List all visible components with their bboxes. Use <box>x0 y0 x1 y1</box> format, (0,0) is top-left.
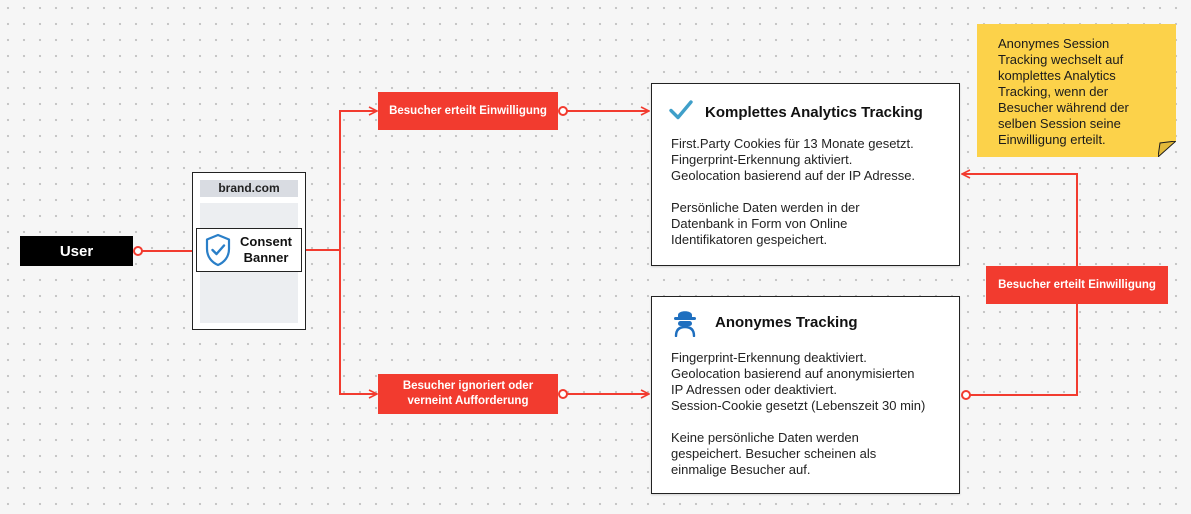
card-anon-paragraph-2: Keine persönliche Daten werden gespeiche… <box>671 430 876 478</box>
card-full-line: Geolocation basierend auf der IP Adresse… <box>671 168 916 183</box>
label-ignore-line2: verneint Aufforderung <box>407 395 529 407</box>
label-ignore-text: Besucher ignoriert oder verneint Aufford… <box>403 379 533 409</box>
card-anon-paragraph-1: Fingerprint-Erkennung deaktiviert. Geolo… <box>671 350 925 414</box>
card-anon-title: Anonymes Tracking <box>715 314 858 331</box>
connector-origin-ignore-label <box>558 389 568 399</box>
card-full-line: Identifikatoren gespeichert. <box>671 232 828 247</box>
sticky-note-line: komplettes Analytics <box>998 68 1116 83</box>
connector-branch-to-consent-label <box>339 111 377 250</box>
card-anon-line: einmalige Besucher auf. <box>671 462 811 477</box>
card-anon-line: Keine persönliche Daten werden <box>671 430 859 445</box>
label-consent-right-text: Besucher erteilt Einwilligung <box>998 278 1156 291</box>
card-full-line: Fingerprint-Erkennung aktiviert. <box>671 152 853 167</box>
label-consent-top[interactable]: Besucher erteilt Einwilligung <box>378 92 558 130</box>
sticky-note-line: Einwilligung erteilt. <box>998 132 1106 147</box>
card-anon-line: gespeichert. Besucher scheinen als <box>671 446 877 461</box>
check-icon <box>669 100 693 120</box>
card-full-line: Persönliche Daten werden in der <box>671 200 860 215</box>
card-full-tracking[interactable]: Komplettes Analytics Tracking First.Part… <box>651 83 960 266</box>
card-full-paragraph-1: First.Party Cookies für 13 Monate gesetz… <box>671 136 915 184</box>
card-anon-line: Session-Cookie gesetzt (Lebenszeit 30 mi… <box>671 398 926 413</box>
card-anon-line: IP Adressen oder deaktiviert. <box>671 382 837 397</box>
sticky-note[interactable]: Anonymes Session Tracking wechselt auf k… <box>977 24 1176 157</box>
sticky-note-line: selben Session seine <box>998 116 1121 131</box>
connector-origin-anon <box>961 390 971 400</box>
sticky-note-line: Anonymes Session <box>998 36 1110 51</box>
anonymous-user-icon <box>674 311 696 337</box>
sticky-note-line: Tracking wechselt auf <box>998 52 1124 67</box>
card-full-line: First.Party Cookies für 13 Monate gesetz… <box>671 136 914 151</box>
sticky-note-line: Besucher während der <box>998 100 1129 115</box>
user-label: User <box>59 242 94 260</box>
sticky-note-fold <box>1158 141 1176 157</box>
user-node[interactable]: User <box>20 236 133 266</box>
card-full-title: Komplettes Analytics Tracking <box>705 104 923 121</box>
sticky-note-text: Anonymes Session Tracking wechselt auf k… <box>998 36 1163 148</box>
consent-banner-label-line1: Consent <box>240 234 292 249</box>
consent-banner[interactable]: Consent Banner <box>196 228 302 272</box>
label-ignore-line1: Besucher ignoriert oder <box>402 380 534 392</box>
connector-branch-to-ignore-label <box>339 250 377 394</box>
card-anon-line: Fingerprint-Erkennung deaktiviert. <box>671 350 867 365</box>
consent-banner-label-line2: Banner <box>243 250 289 265</box>
card-full-paragraph-2: Persönliche Daten werden in der Datenban… <box>671 200 860 248</box>
connector-origin-user <box>133 246 143 256</box>
card-full-line: Datenbank in Form von Online <box>671 216 848 231</box>
label-consent-top-text: Besucher erteilt Einwilligung <box>389 104 547 117</box>
label-ignore[interactable]: Besucher ignoriert oder verneint Aufford… <box>378 374 558 414</box>
browser-url-bar: brand.com <box>200 180 298 197</box>
label-consent-right[interactable]: Besucher erteilt Einwilligung <box>986 266 1168 304</box>
consent-banner-label: Consent Banner <box>233 234 299 266</box>
connector-origin-consent-label <box>558 106 568 116</box>
card-anon-line: Geolocation basierend auf anonymisierten <box>671 366 915 381</box>
card-anon-tracking[interactable]: Anonymes Tracking Fingerprint-Erkennung … <box>651 296 960 494</box>
shield-check-icon <box>205 233 231 267</box>
sticky-note-line: Tracking, wenn der <box>998 84 1109 99</box>
